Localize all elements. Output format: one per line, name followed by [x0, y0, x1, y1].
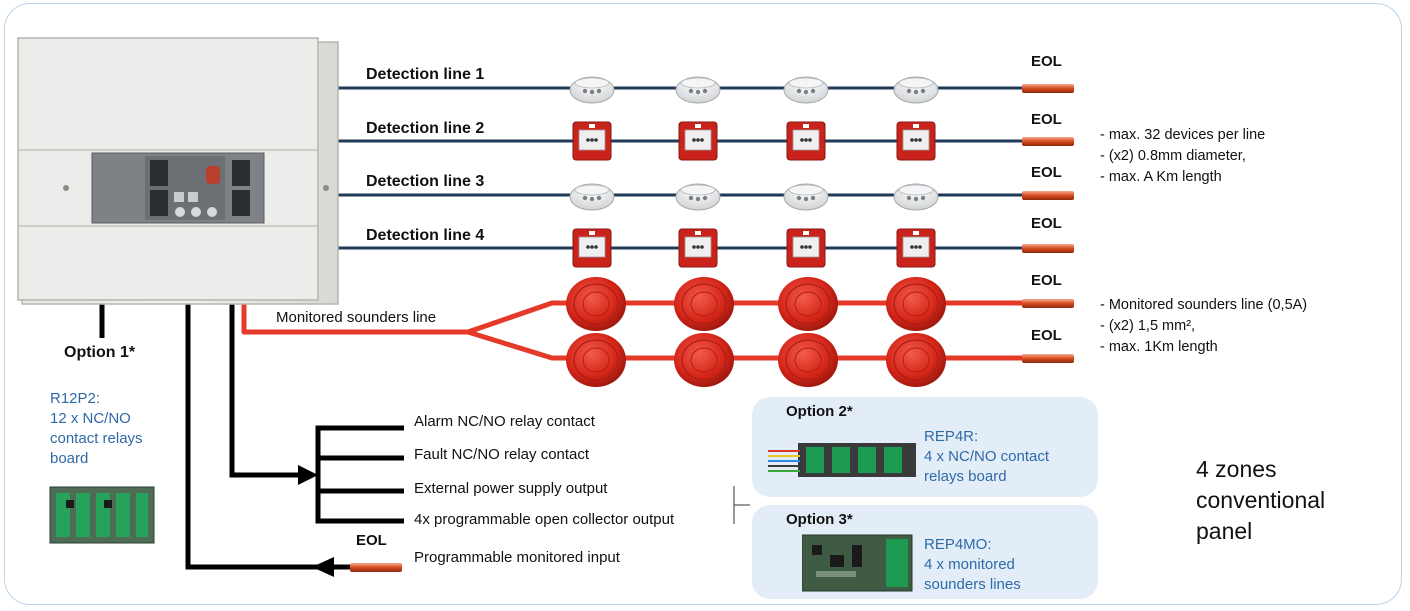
smoke-detector-icon: [675, 183, 721, 211]
smoke-detector-icon: [893, 183, 939, 211]
sounders-line-label: Monitored sounders line: [276, 309, 437, 326]
sounder-icon: [565, 276, 627, 332]
spec-line: - max. A Km length: [1100, 169, 1222, 185]
eol-resistor-icon: [1022, 244, 1074, 253]
eol-label: EOL: [1031, 215, 1062, 232]
eol-resistor-icon: [1022, 354, 1074, 363]
eol-resistor-icon: [1022, 137, 1074, 146]
diagram-frame: [4, 3, 1402, 605]
panel-summary: 4 zones conventional panel: [1196, 454, 1325, 547]
eol-label: EOL: [1031, 327, 1062, 344]
output-fault-label: Fault NC/NO relay contact: [414, 446, 590, 463]
desc-line: 4 x NC/NO contact: [924, 448, 1050, 465]
rep4mo-board-icon: [802, 534, 913, 592]
sounder-icon: [777, 332, 839, 388]
smoke-detector-icon: [783, 183, 829, 211]
sounder-icon: [673, 276, 735, 332]
output-alarm-label: Alarm NC/NO relay contact: [414, 413, 595, 430]
sounder-icon: [885, 276, 947, 332]
sounder-icon: [777, 276, 839, 332]
input-label: Programmable monitored input: [414, 549, 620, 566]
desc-line: relays board: [924, 468, 1007, 485]
detection-line-1-label: Detection line 1: [366, 66, 485, 83]
spec-line: - (x2) 1,5 mm²,: [1100, 318, 1196, 334]
manual-call-point-icon: [678, 121, 718, 161]
option3-title: Option 3*: [786, 511, 853, 528]
desc-line: sounders lines: [924, 576, 1021, 593]
manual-call-point-icon: [572, 121, 612, 161]
arrow-icon: [298, 465, 318, 485]
input-wire: [185, 298, 352, 570]
option2-title: Option 2*: [786, 403, 853, 420]
detection-line-3-label: Detection line 3: [366, 173, 485, 190]
desc-line: 4 x monitored: [924, 556, 1015, 573]
option2-desc: REP4R: 4 x NC/NO contact relays board: [924, 427, 1049, 487]
option3-desc: REP4MO: 4 x monitored sounders lines: [924, 535, 1021, 595]
r12p2-board-icon: [49, 486, 155, 544]
input-eol-label: EOL: [356, 532, 387, 549]
sounder-icon: [565, 332, 627, 388]
manual-call-point-icon: [896, 121, 936, 161]
detection-specs: - max. 32 devices per line - (x2) 0.8mm …: [1100, 125, 1265, 188]
eol-label: EOL: [1031, 272, 1062, 289]
arrow-icon: [312, 557, 334, 577]
summary-line: 4 zones: [1196, 456, 1277, 482]
eol-label: EOL: [1031, 164, 1062, 181]
desc-line: REP4MO:: [924, 536, 992, 553]
option1-desc: R12P2: 12 x NC/NO contact relays board: [50, 389, 143, 469]
sounder-specs: - Monitored sounders line (0,5A) - (x2) …: [1100, 295, 1307, 358]
eol-resistor-icon: [1022, 299, 1074, 308]
sounder-icon: [673, 332, 735, 388]
outputs-feed-wire: [229, 298, 312, 478]
sounder-icon: [885, 332, 947, 388]
smoke-detector-icon: [783, 76, 829, 104]
desc-line: R12P2:: [50, 390, 101, 407]
eol-label: EOL: [1031, 53, 1062, 70]
manual-call-point-icon: [786, 121, 826, 161]
desc-line: board: [50, 450, 89, 467]
eol-resistor-icon: [350, 563, 402, 572]
spec-line: - max. 1Km length: [1100, 339, 1218, 355]
manual-call-point-icon: [786, 228, 826, 268]
outputs-bus-wire: [315, 425, 404, 524]
option1-title: Option 1*: [64, 344, 136, 361]
desc-line: REP4R:: [924, 428, 979, 445]
eol-resistor-icon: [1022, 191, 1074, 200]
spec-line: - Monitored sounders line (0,5A): [1100, 297, 1308, 313]
detection-line-4-label: Detection line 4: [366, 227, 485, 244]
manual-call-point-icon: [572, 228, 612, 268]
option2-box: Option 2* REP4R: 4 x NC/NO contact relay…: [752, 397, 1098, 497]
smoke-detector-icon: [893, 76, 939, 104]
summary-line: panel: [1196, 518, 1253, 544]
smoke-detector-icon: [675, 76, 721, 104]
detection-line-2-label: Detection line 2: [366, 120, 485, 137]
manual-call-point-icon: [896, 228, 936, 268]
rep4r-board-icon: [768, 443, 916, 477]
spec-line: - max. 32 devices per line: [1100, 127, 1266, 143]
desc-line: contact relays: [50, 430, 143, 447]
spec-line: - (x2) 0.8mm diameter,: [1100, 148, 1246, 164]
smoke-detector-icon: [569, 183, 615, 211]
eol-label: EOL: [1031, 111, 1062, 128]
control-panel-cabinet: [17, 37, 339, 305]
sounder-line-bottom-wire: [467, 329, 1024, 361]
eol-resistor-icon: [1022, 84, 1074, 93]
output-power-label: External power supply output: [414, 480, 608, 497]
desc-line: 12 x NC/NO: [50, 410, 131, 427]
option3-box: Option 3* REP4MO: 4 x monitored sounders…: [752, 505, 1098, 599]
smoke-detector-icon: [569, 76, 615, 104]
summary-line: conventional: [1196, 487, 1326, 513]
manual-call-point-icon: [678, 228, 718, 268]
output-collector-label: 4x programmable open collector output: [414, 511, 675, 528]
